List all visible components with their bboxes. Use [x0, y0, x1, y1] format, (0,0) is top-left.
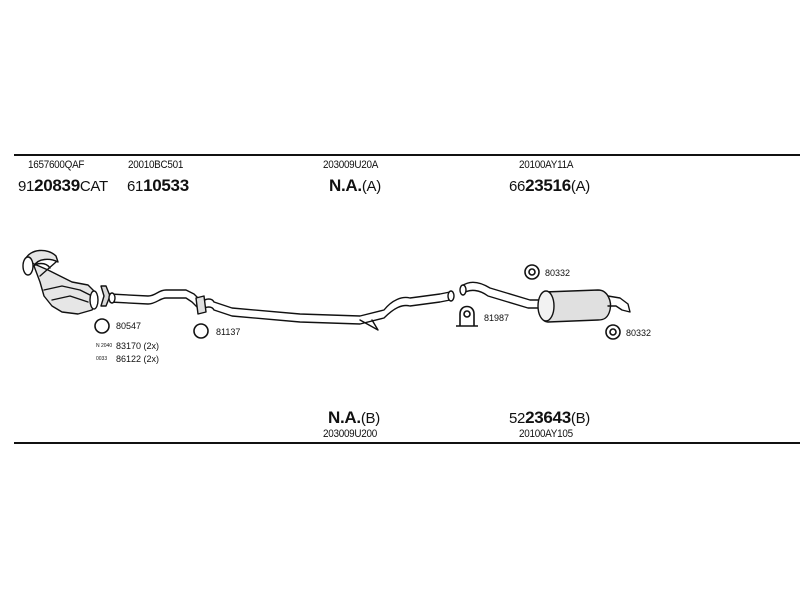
hanger-top-icon	[524, 264, 540, 280]
part-label-80547: 80547	[116, 321, 142, 331]
oem-code-front-pipe: 20010BC501	[128, 159, 184, 171]
oem-code-catalyst: 1657600QAF	[28, 159, 85, 171]
part-number-catalyst: 9120839CAT	[18, 176, 108, 195]
part-label-80332-top: 80332	[545, 268, 571, 278]
top-divider	[14, 154, 800, 156]
ring-80547-icon	[94, 318, 110, 334]
part-number-middle-pipe: N.A.(A)	[329, 176, 381, 195]
part-number-middle-pipe-b: N.A.(B)	[328, 408, 380, 427]
part-number-rear-silencer: 6623516(A)	[509, 176, 590, 195]
part-number-rear-silencer-b: 5223643(B)	[509, 408, 590, 427]
oem-code-middle-pipe-b: 203009U200	[323, 428, 378, 440]
middle-pipe-icon	[195, 290, 455, 331]
part-label-80332-bottom: 80332	[626, 328, 652, 338]
oem-code-middle-pipe: 203009U20A	[323, 159, 379, 171]
part-number-front-pipe: 6110533	[127, 176, 189, 195]
part-label-83170: 83170 (2x)	[116, 341, 160, 351]
hanger-bottom-icon	[605, 324, 621, 340]
front-pipe-icon	[108, 289, 201, 309]
flange-gasket-icon	[100, 285, 111, 307]
part-label-bolt-tiny: N 2040	[96, 343, 113, 349]
part-label-86122: 86122 (2x)	[116, 354, 160, 364]
ring-81137-icon	[193, 323, 209, 339]
part-label-81137: 81137	[216, 327, 241, 337]
rear-silencer-icon	[459, 281, 631, 323]
catalyst-converter-icon	[22, 249, 99, 315]
clamp-icon	[456, 305, 478, 327]
oem-code-rear-silencer: 20100AY11A	[519, 159, 574, 171]
oem-code-rear-silencer-b: 20100AY105	[519, 428, 573, 440]
part-label-nut-tiny: 0033	[96, 356, 108, 362]
part-label-81987: 81987	[484, 313, 510, 323]
bottom-divider	[14, 442, 800, 444]
